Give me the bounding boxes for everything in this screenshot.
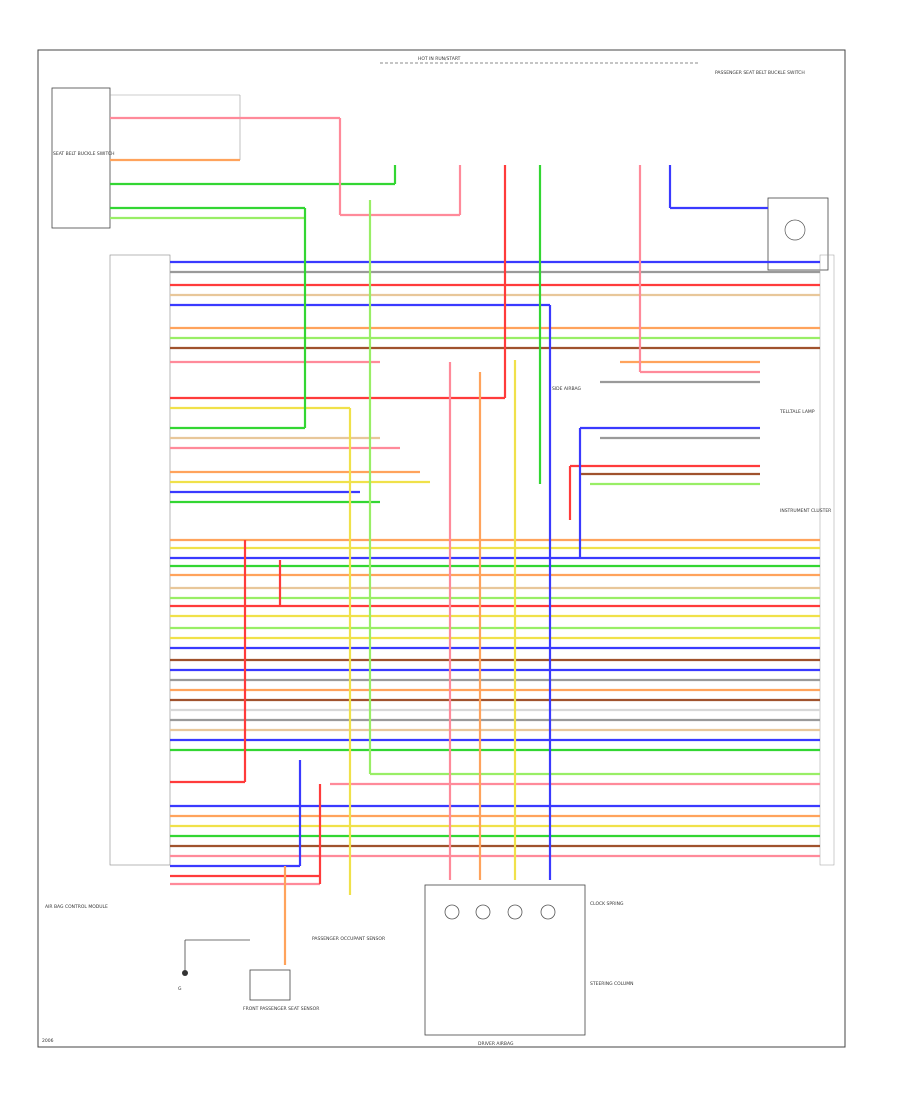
clock-spring-label: CLOCK SPRING (590, 901, 624, 907)
telltale-lamp-label: TELLTALE LAMP (779, 409, 815, 415)
seat-belt-buckle-switch-label: SEAT BELT BUCKLE SWITCH (53, 151, 115, 157)
air-bag-control-module-label: AIR BAG CONTROL MODULE (45, 904, 108, 910)
passenger-seat-belt-buckle-switch-label: PASSENGER SEAT BELT BUCKLE SWITCH (715, 70, 805, 76)
passenger-seat-belt-buckle-switch: PASSENGER SEAT BELT BUCKLE SWITCH (715, 70, 829, 271)
instrument-cluster-label: INSTRUMENT CLUSTER (780, 508, 831, 514)
right-connector-block (819, 254, 835, 866)
seat-belt-buckle-switch: SEAT BELT BUCKLE SWITCH (51, 87, 241, 229)
power-bus: HOT IN RUN/START (380, 56, 700, 64)
front-passenger-seat-sensor: FRONT PASSENGER SEAT SENSOR (243, 969, 319, 1012)
hot-in-run-label: HOT IN RUN/START (418, 56, 461, 62)
main-connector-block: AIR BAG CONTROL MODULE (45, 254, 171, 910)
horizontal-wires (110, 116, 820, 886)
ground-label: G (178, 986, 182, 992)
side-airbag-label: SIDE AIRBAG (552, 386, 582, 392)
driver-airbag-label: DRIVER AIRBAG (478, 1041, 514, 1047)
clock-spring-assembly: CLOCK SPRING STEERING COLUMN DRIVER AIRB… (424, 884, 634, 1047)
vertical-wires (243, 118, 672, 965)
diagram-frame (37, 49, 846, 1048)
ground-symbol: G (178, 939, 250, 992)
steering-column-label: STEERING COLUMN (590, 981, 634, 987)
passenger-occupant-sensor-label: PASSENGER OCCUPANT SENSOR (312, 936, 385, 942)
front-passenger-seat-sensor-label: FRONT PASSENGER SEAT SENSOR (243, 1006, 319, 1012)
footer-code: 2006 (42, 1038, 54, 1044)
